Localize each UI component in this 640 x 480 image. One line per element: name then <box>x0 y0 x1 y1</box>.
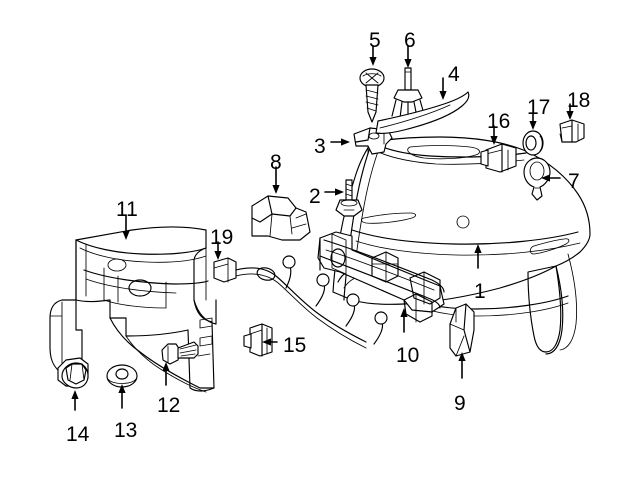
callout-arrow-15 <box>262 338 278 346</box>
part-bumper-trim-molding-strip[interactable] <box>375 91 470 134</box>
callout-arrow-18 <box>566 103 574 120</box>
callout-number-14[interactable]: 14 <box>66 423 90 446</box>
callout-arrow-17 <box>529 111 537 130</box>
callout-arrow-1 <box>474 244 482 269</box>
part-park-assist-sensor-housing[interactable] <box>480 143 517 173</box>
callout-number-17[interactable]: 17 <box>527 96 551 119</box>
callout-arrow-16 <box>490 125 498 145</box>
callout-number-19[interactable]: 19 <box>210 226 234 249</box>
callout-arrow-14 <box>71 390 79 411</box>
callout-number-15[interactable]: 15 <box>283 334 307 357</box>
callout-number-16[interactable]: 16 <box>487 110 511 133</box>
callout-number-2[interactable]: 2 <box>309 185 321 208</box>
callout-arrow-4 <box>439 77 447 100</box>
callout-number-9[interactable]: 9 <box>454 392 466 415</box>
callout-arrows <box>71 45 574 411</box>
part-bumper-side-support-bracket[interactable] <box>251 195 311 241</box>
callout-number-3[interactable]: 3 <box>314 135 326 158</box>
callout-number-18[interactable]: 18 <box>567 89 591 112</box>
part-flat-washer[interactable] <box>106 364 138 388</box>
callout-number-4[interactable]: 4 <box>448 63 460 86</box>
part-push-pin-retainer-screw[interactable] <box>335 179 363 217</box>
callout-number-5[interactable]: 5 <box>369 29 381 52</box>
callout-arrow-6 <box>404 45 412 68</box>
part-harness-retainer-clip[interactable] <box>243 323 273 357</box>
part-bumper-guide-wedge[interactable] <box>449 303 475 357</box>
callout-number-13[interactable]: 13 <box>114 419 138 442</box>
part-park-assist-wiring-harness[interactable] <box>213 255 388 349</box>
callout-arrow-10 <box>400 308 408 333</box>
part-phillips-head-screw[interactable] <box>359 68 385 123</box>
callout-arrow-7 <box>541 174 561 182</box>
callout-number-12[interactable]: 12 <box>157 394 181 417</box>
callout-arrow-3 <box>330 138 350 146</box>
part-hex-flange-bolt[interactable] <box>161 341 199 365</box>
callout-number-6[interactable]: 6 <box>404 29 416 52</box>
callout-arrow-12 <box>162 362 170 386</box>
part-sensor-retaining-grommet[interactable] <box>522 130 544 156</box>
callout-number-8[interactable]: 8 <box>270 151 282 174</box>
callout-number-1[interactable]: 1 <box>474 280 486 303</box>
part-sensor-mounting-bracket[interactable] <box>559 119 585 143</box>
callout-arrow-8 <box>272 166 280 194</box>
callout-number-7[interactable]: 7 <box>568 170 580 193</box>
callout-arrow-11 <box>122 214 130 240</box>
callout-arrow-5 <box>369 45 377 66</box>
callout-arrow-19 <box>214 241 222 260</box>
part-hex-flange-nut[interactable] <box>57 357 89 389</box>
callout-number-11[interactable]: 11 <box>116 198 138 221</box>
callout-arrow-13 <box>118 384 126 409</box>
part-plastic-expansion-rivet[interactable] <box>391 67 425 119</box>
callout-arrow-2 <box>324 188 344 196</box>
callout-number-10[interactable]: 10 <box>396 344 420 367</box>
callout-arrow-9 <box>458 352 466 379</box>
part-energy-absorber-impact-bar[interactable] <box>317 231 445 323</box>
part-rear-bumper-reinforcement[interactable] <box>49 226 217 393</box>
